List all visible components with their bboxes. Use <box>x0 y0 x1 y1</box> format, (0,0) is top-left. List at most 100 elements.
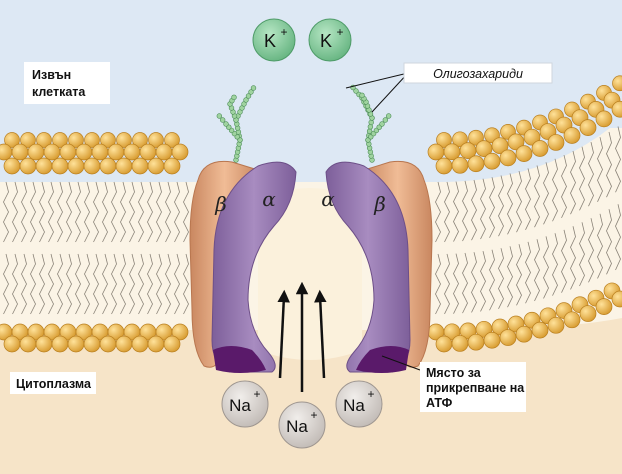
lipid-tail <box>75 181 81 243</box>
phospholipid-head <box>171 143 189 161</box>
lipid-tail <box>111 253 117 315</box>
phospholipid-head <box>611 100 622 118</box>
phospholipid-head <box>435 335 453 353</box>
lipid-tail <box>462 252 468 314</box>
lipid-tail <box>12 253 18 315</box>
sodium-ion: Na + <box>221 380 269 428</box>
phospholipid-head <box>515 145 533 162</box>
lipid-tail <box>66 181 72 243</box>
phospholipid-head <box>148 132 164 148</box>
lipid-tail <box>120 253 126 315</box>
lipid-tail <box>444 253 450 315</box>
lipid-tail <box>57 253 63 315</box>
lipid-tail <box>111 181 117 243</box>
lipid-tail <box>480 178 486 240</box>
phospholipid-head <box>531 140 549 157</box>
phospholipid-head <box>531 321 549 339</box>
lipid-tail <box>606 131 612 198</box>
sugar-bead <box>223 121 229 127</box>
ion-symbol: K <box>264 31 276 51</box>
lipid-tail <box>453 253 459 314</box>
potassium-ion: K + <box>252 18 296 62</box>
lipid-tail <box>138 181 144 243</box>
lipid-tail <box>471 252 477 313</box>
phospholipid-head <box>67 157 85 175</box>
lipid-tail <box>48 253 54 315</box>
phospholipid-head <box>467 155 485 173</box>
oligosaccharides-label: Олигозахариди <box>433 67 523 81</box>
lipid-tail <box>453 181 459 242</box>
lipid-tail <box>183 181 189 243</box>
transport-arrows <box>277 281 327 392</box>
phospholipid-head <box>483 331 501 349</box>
lipid-tail <box>597 137 603 202</box>
phospholipid-head <box>84 132 100 148</box>
phospholipid-head <box>451 335 469 352</box>
lipid-tail <box>507 246 513 308</box>
lipid-tail <box>129 253 135 315</box>
lipid-tail <box>543 162 549 225</box>
lipid-tail <box>561 154 567 219</box>
lipid-tail <box>552 158 558 222</box>
lipid-tail <box>84 253 90 315</box>
lipid-tail <box>156 181 162 243</box>
phospholipid-head <box>563 311 581 329</box>
phospholipid-head <box>52 132 68 148</box>
lipid-tail <box>39 181 45 243</box>
atp-site-callout: Място за прикрепване на АТФ <box>381 355 526 412</box>
phospholipid-head <box>20 132 36 148</box>
sugar-bead <box>248 89 254 95</box>
lipid-tail <box>84 181 90 243</box>
lipid-tail <box>57 181 63 243</box>
phospholipid-head <box>83 157 101 175</box>
phospholipid-head <box>483 152 501 170</box>
phospholipid-head <box>83 335 101 353</box>
lipid-tail <box>147 253 153 315</box>
phospholipid-head <box>427 143 445 161</box>
lipid-tail <box>183 253 189 315</box>
atp-site-right <box>356 346 409 373</box>
lipid-tail <box>606 209 612 275</box>
lipid-tail <box>93 181 99 243</box>
phospholipid-head <box>43 143 61 161</box>
lipid-tail <box>66 253 72 315</box>
lipid-tail <box>102 253 108 315</box>
sugar-bead <box>245 93 252 99</box>
phospholipid-head <box>68 132 84 148</box>
phospholipid-head <box>499 329 517 346</box>
lipid-tail <box>579 222 585 287</box>
phospholipid-head <box>99 335 117 353</box>
ion-symbol: Na <box>229 396 251 415</box>
lipid-tail <box>129 181 135 243</box>
phospholipid-head <box>116 132 132 148</box>
phospholipid-head <box>435 157 453 175</box>
phospholipid-head <box>99 157 117 175</box>
beta-label-right: β <box>373 192 386 216</box>
phospholipid-head <box>19 335 37 353</box>
outer-leaflet-heads <box>0 75 622 175</box>
lipid-tail <box>516 244 522 306</box>
cytoplasm-label: Цитоплазма <box>10 372 96 394</box>
phospholipid-head <box>51 157 69 175</box>
lipid-tail <box>462 180 468 242</box>
lipid-tail <box>507 173 513 235</box>
phospholipid-head <box>579 305 597 322</box>
lipid-tail <box>120 181 126 243</box>
lipid-tail <box>552 233 558 296</box>
ion-symbol: K <box>320 31 332 51</box>
lipid-tail <box>138 253 144 315</box>
sugar-bead <box>219 117 226 123</box>
sodium-ion: Na + <box>278 401 326 449</box>
sugar-bead <box>367 124 374 130</box>
phospholipid-head <box>131 157 149 175</box>
phospholipid-head <box>115 157 133 175</box>
phospholipid-head <box>612 75 622 92</box>
ion-charge: + <box>310 408 317 422</box>
phospholipid-head <box>475 140 493 157</box>
sugar-bead <box>231 94 237 101</box>
phospholipid-head <box>75 143 93 161</box>
sugar-bead <box>368 119 374 126</box>
beta-label-left: β <box>214 192 227 216</box>
lipid-tail <box>516 170 522 233</box>
phospholipid-head <box>132 132 148 148</box>
